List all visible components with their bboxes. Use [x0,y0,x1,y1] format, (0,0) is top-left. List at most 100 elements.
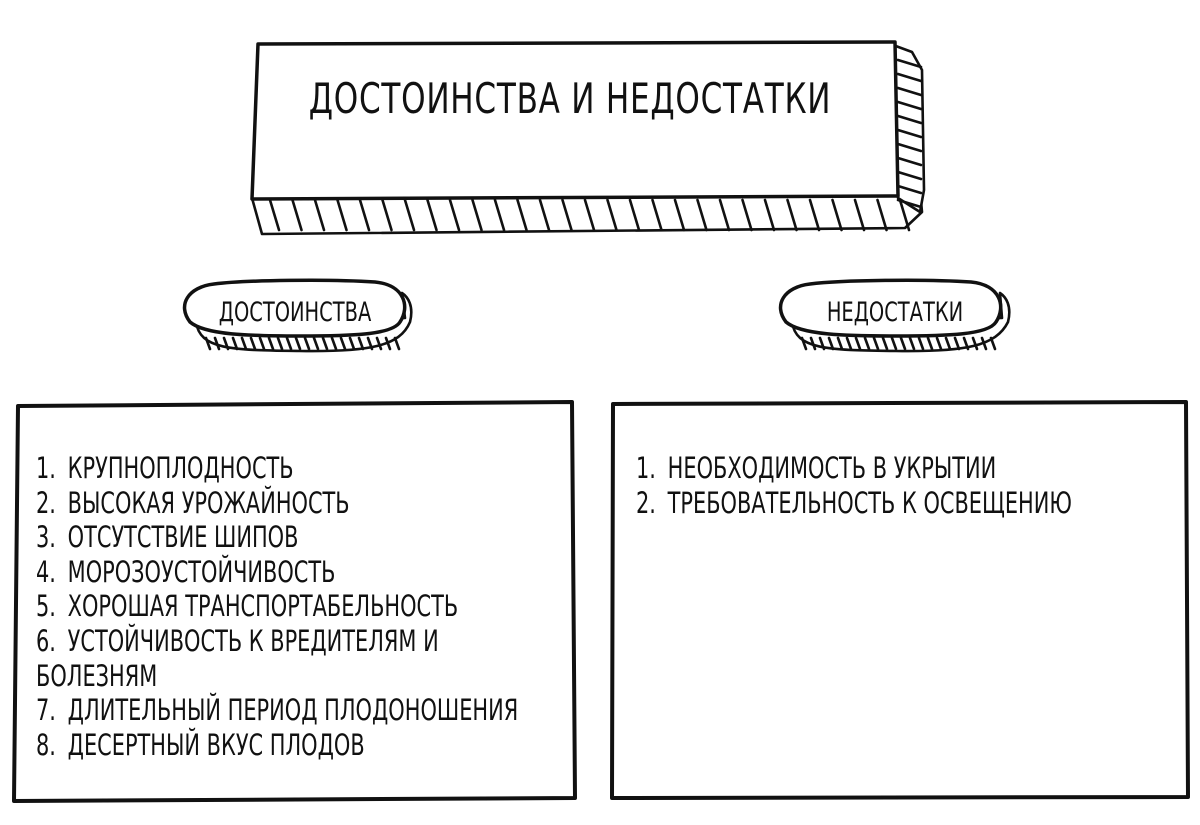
hatch-stroke [971,336,979,351]
list-item-text: ОТСУТСТВИЕ ШИПОВ [67,520,299,555]
list-item-number: 7. [36,693,56,728]
title-banner-block [250,40,926,236]
list-item-text: НЕОБХОДИМОСТЬ В УКРЫТИИ [667,451,997,485]
hatch-stroke [917,336,925,351]
hatch-stroke [561,198,573,232]
hatch-stroke [896,156,923,167]
hatch-stroke [718,198,731,232]
hatch-stroke [258,336,266,351]
list-item: 7. ДЛИТЕЛЬНЫЙ ПЕРИОД ПЛОДОНОШЕНИЯ [36,693,533,728]
hatch-stroke [336,198,348,232]
list-item-text: ВЫСОКАЯ УРОЖАЙНОСТЬ [67,485,350,520]
hatch-stroke [249,336,257,351]
hatch-stroke [908,336,916,351]
hatch-stroke [989,336,997,351]
hatch-stroke [213,336,221,351]
hatch-stroke [673,198,686,232]
hatch-stroke [896,128,923,139]
hatch-stroke [896,100,923,111]
list-item: 8. ДЕСЕРТНЫЙ ВКУС ПЛОДОВ [36,728,533,763]
hatch-stroke [831,198,843,232]
hatch-stroke [516,198,528,232]
hatch-stroke [741,198,753,232]
list-item-number: 8. [36,727,56,762]
hatch-stroke [899,336,907,351]
list-item: 2. ВЫСОКАЯ УРОЖАЙНОСТЬ [36,486,533,521]
list-item-number: 4. [36,554,56,589]
list-item-number: 2. [636,485,656,520]
hatch-stroke [786,198,798,232]
hatch-stroke [384,336,392,351]
hatch-stroke [313,198,326,232]
hatch-stroke [267,336,275,351]
list-item-text: КРУПНОПЛОДНОСТЬ [67,451,294,485]
hatch-stroke [881,336,889,351]
advantages-pill-shape [182,278,413,353]
hatch-stroke [426,198,438,232]
list-item: 6.УСТОЙЧИВОСТЬ К ВРЕДИТЕЛЯМ И БОЛЕЗНЯМ [36,624,475,693]
hatch-stroke [358,198,371,232]
advantages-pill-hatching [204,336,401,351]
list-item-text: ДЛИТЕЛЬНЫЙ ПЕРИОД ПЛОДОНОШЕНИЯ [67,693,519,728]
list-item-text: ХОРОШАЯ ТРАНСПОРТАБЕЛЬНОСТЬ [67,589,459,624]
hatch-stroke [583,198,596,232]
list-item-number: 1. [636,451,656,485]
list-item: 2. ТРЕБОВАТЕЛЬНОСТЬ К ОСВЕЩЕНИЮ [636,486,1082,521]
list-item: 1. КРУПНОПЛОДНОСТЬ [36,451,533,486]
hatch-stroke [303,336,311,351]
hatch-stroke [448,198,461,232]
hatch-stroke [800,336,808,351]
hatch-stroke [291,198,303,232]
hatch-stroke [651,198,663,232]
hatch-stroke [836,336,844,351]
disadvantages-box [610,400,1190,800]
hatch-stroke [898,198,911,232]
hatch-stroke [890,336,898,351]
hatch-stroke [896,72,923,83]
hatch-stroke [538,198,551,232]
hatch-stroke [285,336,293,351]
list-item-number: 5. [36,589,56,624]
hatch-stroke [375,336,383,351]
hatch-stroke [896,170,923,181]
hatch-stroke [876,198,888,232]
hatch-stroke [854,336,862,351]
list-item-text: ТРЕБОВАТЕЛЬНОСТЬ К ОСВЕЩЕНИЮ [667,485,1072,520]
hatch-stroke [845,336,853,351]
hatch-stroke [980,336,988,351]
hatch-stroke [294,336,302,351]
hatch-stroke [853,198,866,232]
disadvantages-heading: НЕДОСТАТКИ [826,296,964,328]
hatch-stroke [204,336,212,351]
hatch-stroke [896,86,923,97]
hatch-stroke [896,184,923,195]
hatch-stroke [628,198,641,232]
hatch-stroke [471,198,483,232]
hatch-stroke [393,336,401,351]
list-item-text: ДЕСЕРТНЫЙ ВКУС ПЛОДОВ [67,727,365,762]
hatch-stroke [808,198,821,232]
hatch-stroke [863,336,871,351]
list-item-number: 2. [36,485,56,520]
list-item-number: 6. [36,623,56,658]
advantages-list: 1.КРУПНОПЛОДНОСТЬ 2.ВЫСОКАЯ УРОЖАЙНОСТЬ … [36,451,533,762]
hatch-stroke [896,142,923,153]
hatch-stroke [330,336,338,351]
title-bottom-hatching [268,198,911,232]
hatch-stroke [357,336,365,351]
list-item-number: 1. [36,451,56,485]
hatch-stroke [962,336,970,351]
page-title: ДОСТОИНСТВА И НЕДОСТАТКИ [308,73,832,123]
advantages-heading: ДОСТОИНСТВА [218,296,372,328]
hatch-stroke [348,336,356,351]
hatch-stroke [872,336,880,351]
hatch-stroke [696,198,708,232]
disadvantages-list: 1. НЕОБХОДИМОСТЬ В УКРЫТИИ 2. ТРЕБОВАТЕЛЬН… [636,451,1082,520]
title-right-hatching [896,58,923,209]
list-item: 4.МОРОЗОУСТОЙЧИВОСТЬ [36,555,533,590]
hatch-stroke [403,198,416,232]
hatch-stroke [763,198,776,232]
disadvantages-pill-shape [778,278,1011,353]
disadvantages-pill-hatching [800,336,997,351]
hatch-stroke [818,336,826,351]
